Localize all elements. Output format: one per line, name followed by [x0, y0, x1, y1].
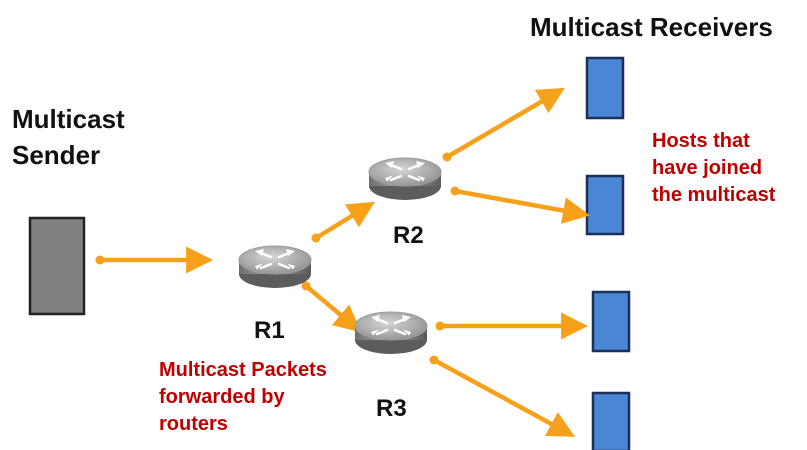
- receiver-host-3: [591, 290, 631, 353]
- receiver-host-4: [591, 391, 631, 450]
- router-r3-label: R3: [376, 395, 407, 422]
- arrow-r1-to-r3: [303, 283, 362, 333]
- hosts-note-line1: Hosts that: [652, 130, 750, 152]
- sender-title-line1: Multicast: [12, 104, 125, 134]
- arrow-r2-to-host-1: [444, 87, 565, 160]
- arrow-origin-dot: [450, 186, 460, 196]
- packets-note-line2: forwarded by: [159, 386, 285, 408]
- router-r1-label: R1: [254, 317, 285, 344]
- arrow-r1-to-r2: [313, 201, 375, 241]
- packets-note-line3: routers: [159, 413, 228, 435]
- hosts-note-line3: the multicast: [652, 184, 776, 206]
- receivers-title: Multicast Receivers: [530, 12, 773, 42]
- router-r2-label: R2: [393, 222, 424, 249]
- router-r1-icon: [237, 244, 313, 290]
- sender-box: [28, 216, 86, 316]
- packets-note-line1: Multicast Packets: [159, 359, 327, 381]
- arrow-origin-dot: [95, 255, 105, 265]
- arrow-origin-dot: [429, 355, 439, 365]
- router-r2-icon: [367, 156, 443, 202]
- arrow-origin-dot: [311, 233, 321, 243]
- arrow-origin-dot: [442, 152, 452, 162]
- receiver-host-1: [585, 56, 625, 120]
- arrow-r3-to-host-4: [431, 357, 576, 437]
- arrow-origin-dot: [301, 281, 311, 291]
- receiver-host-2: [585, 174, 625, 236]
- arrow-r2-to-host-2: [452, 188, 590, 224]
- router-r3-icon: [353, 310, 429, 356]
- sender-title-line2: Sender: [12, 140, 100, 170]
- hosts-note-line2: have joined: [652, 157, 762, 179]
- arrow-origin-dot: [435, 321, 445, 331]
